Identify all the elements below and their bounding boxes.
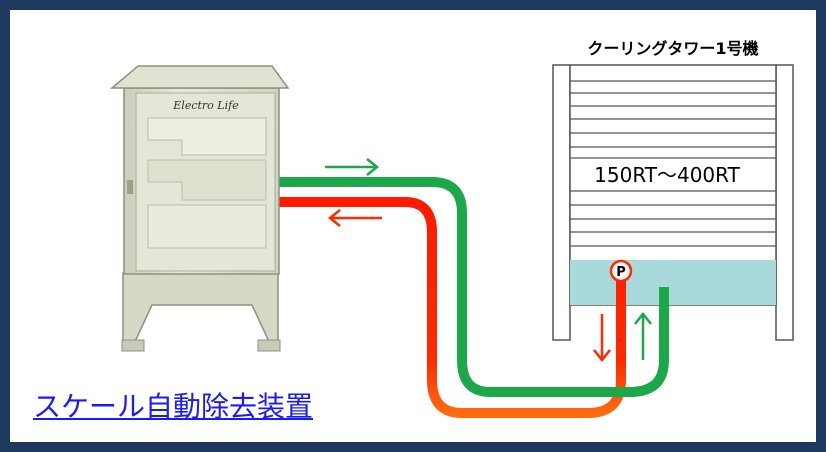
tower-water-basin [570, 260, 776, 305]
tower-right-leg [775, 64, 794, 341]
cooling-tower: クーリングタワー1号機 150RT～400RT [552, 39, 794, 341]
arrow-return-left [327, 209, 382, 227]
device-roof [109, 65, 290, 89]
pump-circle [609, 259, 633, 283]
device-handle [127, 180, 133, 194]
device-base-right-foot [257, 339, 281, 352]
device-brand-text: Electro Life [172, 99, 239, 112]
pump-letter: P [616, 265, 626, 280]
tower-capacity: 150RT～400RT [594, 163, 740, 187]
device-panel-bottom [147, 204, 267, 249]
device-stand [122, 272, 279, 349]
scale-removal-device: Electro Life [109, 65, 290, 352]
device-caption-link[interactable]: スケール自動除去装置 [33, 390, 314, 423]
device-panel-top [147, 117, 267, 156]
device-panel-middle [147, 159, 267, 201]
device-base-left-foot [121, 339, 145, 352]
arrow-down-red [593, 314, 611, 363]
return-pipe [278, 197, 626, 418]
arrow-supply-right [325, 158, 380, 176]
tower-left-leg [552, 64, 571, 341]
tower-louvers [570, 80, 776, 247]
arrow-up-green [634, 311, 652, 360]
pump: P [609, 259, 633, 283]
supply-pipe [278, 177, 669, 397]
tower-title: クーリングタワー1号機 [587, 39, 758, 58]
